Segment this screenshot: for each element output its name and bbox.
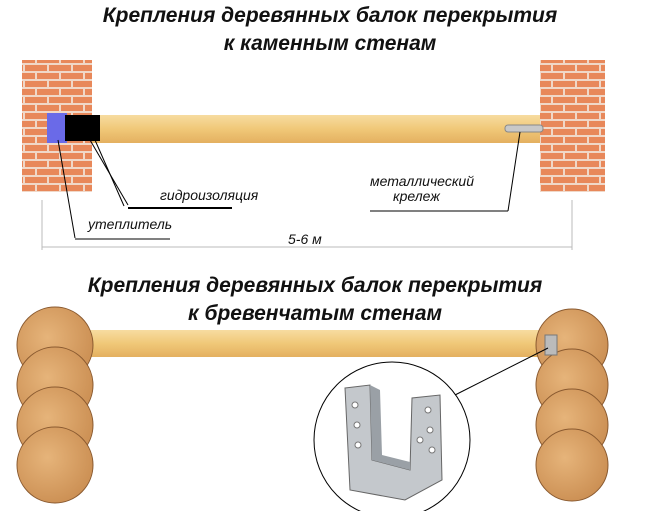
bracket-detail-callout — [313, 361, 471, 511]
label-insulation: утеплитель — [87, 216, 172, 232]
log-title-line2: к бревенчатым стенам — [188, 302, 443, 325]
detail-leader-line — [454, 347, 549, 396]
span-dimension-line — [41, 200, 573, 250]
waterproofing-block — [65, 115, 100, 141]
label-metal-fastener-2: крележ — [393, 188, 441, 204]
stone-beam — [92, 115, 540, 143]
label-metal-fastener-1: металлический — [370, 173, 474, 189]
leader-lines — [57, 131, 521, 240]
left-log-wall — [16, 306, 94, 504]
log-metal-bracket — [544, 334, 558, 356]
metal-fastener — [504, 124, 544, 133]
label-span: 5-6 м — [288, 231, 322, 247]
stone-title-line2: к каменным стенам — [224, 32, 437, 55]
stone-title-line1: Крепления деревянных балок перекрытия — [103, 4, 558, 27]
label-waterproofing: гидроизоляция — [160, 187, 259, 203]
insulation-block — [47, 113, 67, 143]
right-log-wall — [535, 308, 609, 502]
log-beam — [90, 330, 545, 357]
right-brick-wall — [540, 60, 605, 192]
log-title-line1: Крепления деревянных балок перекрытия — [88, 274, 543, 297]
